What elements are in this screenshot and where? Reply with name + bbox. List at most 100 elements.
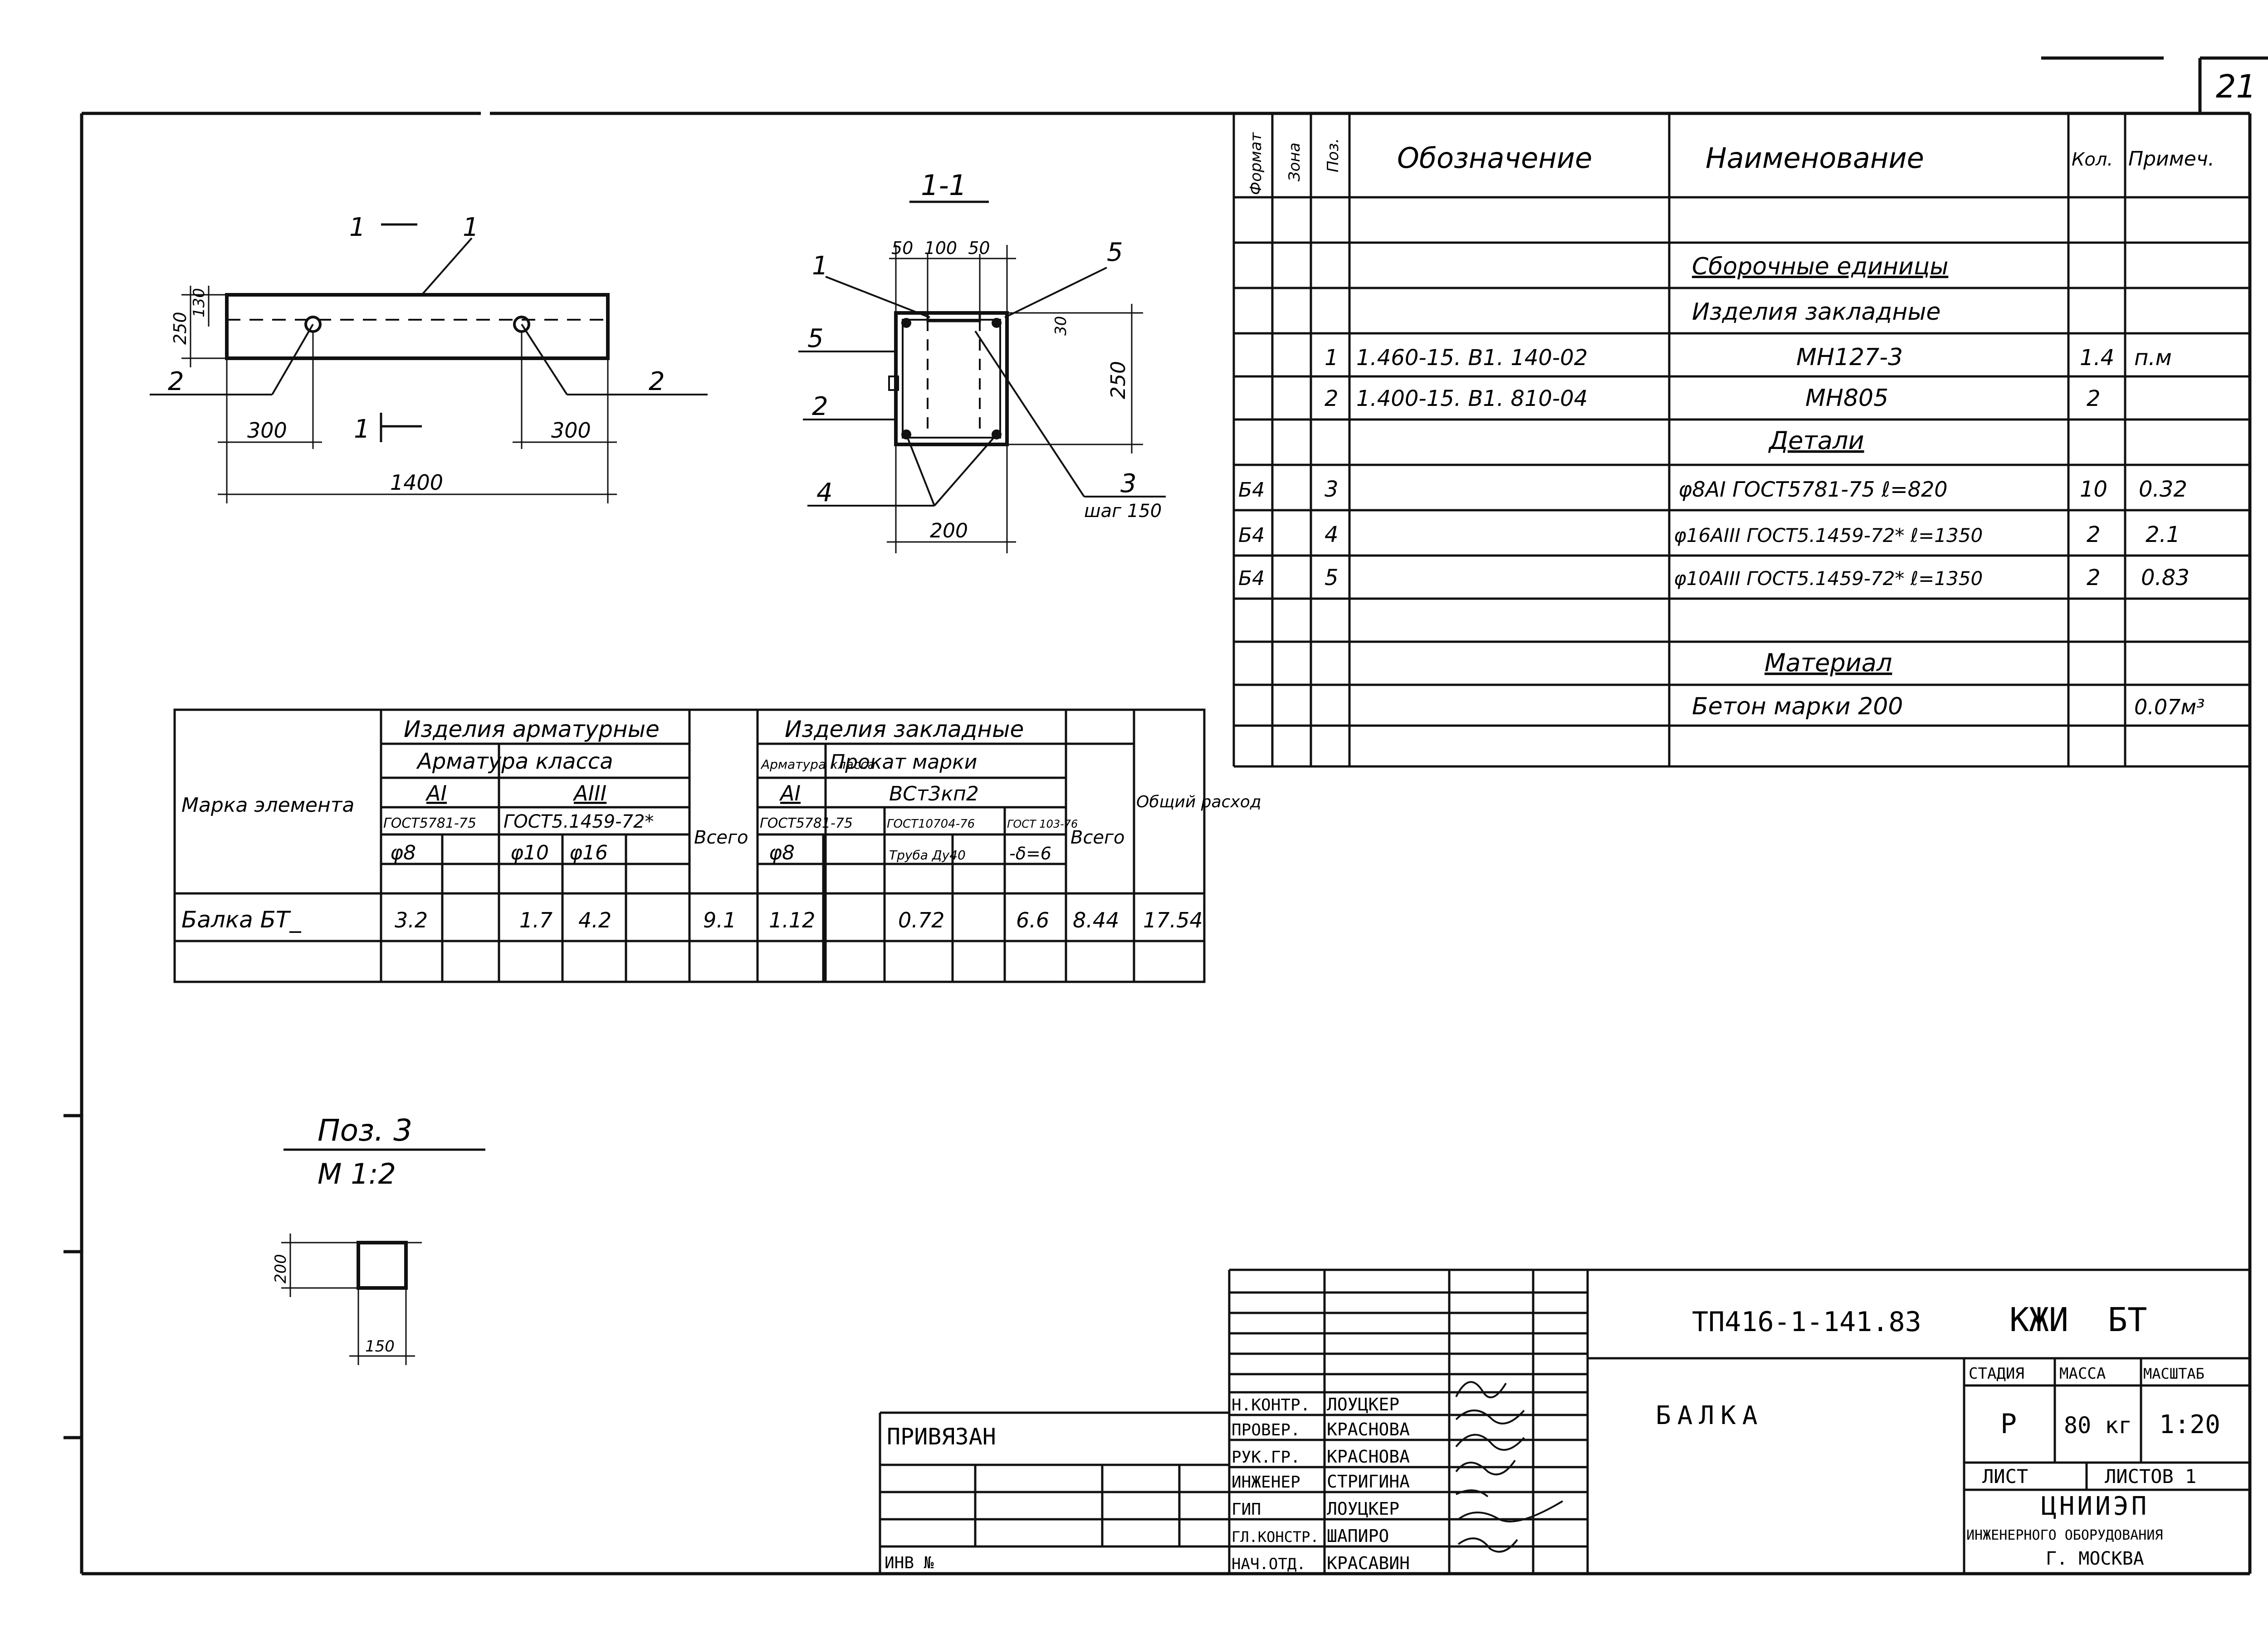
cons-d-16: φ16 bbox=[569, 841, 608, 864]
stamp-doc-code: ТП416-1-141.83 bbox=[1692, 1306, 1921, 1338]
cons-row-overall: 17.54 bbox=[1143, 908, 1203, 932]
stamp-role: НАЧ.ОТД. bbox=[1232, 1555, 1306, 1573]
spec-header-format: Формат bbox=[1247, 132, 1265, 195]
section-dim-200: 200 bbox=[930, 519, 968, 542]
spec-row4-pos: 4 bbox=[1325, 522, 1339, 547]
stamp-person: КРАСАВИН bbox=[1327, 1553, 1410, 1573]
spec-row3-name: φ8AI ГОСТ5781-75 ℓ=820 bbox=[1678, 477, 1948, 502]
spec-row2-pos: 2 bbox=[1325, 386, 1339, 411]
section-label-5a: 5 bbox=[807, 324, 824, 353]
stamp-role: РУК.ГР. bbox=[1232, 1448, 1300, 1467]
title-block bbox=[879, 1268, 2250, 1574]
section-label-step: шаг 150 bbox=[1084, 501, 1162, 522]
beam-elevation-view bbox=[150, 223, 708, 503]
cons-row-v8b: 1.12 bbox=[769, 908, 815, 932]
cons-grade: ВСт3кп2 bbox=[889, 782, 979, 805]
section-label-3: 3 bbox=[1120, 469, 1137, 498]
cons-cls-AI-2: AI bbox=[779, 781, 801, 805]
section-title: 1-1 bbox=[921, 169, 967, 202]
cons-col-total2: Всего bbox=[1070, 827, 1125, 848]
pos3-scale: М 1:2 bbox=[318, 1157, 396, 1190]
stamp-person: ШАПИРО bbox=[1327, 1526, 1389, 1546]
cons-grp-embedded: Изделия закладные bbox=[785, 716, 1024, 742]
spec-row2-designation: 1.400-15. В1. 810-04 bbox=[1356, 386, 1588, 411]
cons-cls-AI: AI bbox=[425, 781, 447, 805]
stamp-doc-mark: КЖИ БТ bbox=[2009, 1301, 2147, 1339]
pos3-title: Поз. 3 bbox=[318, 1113, 412, 1148]
elev-dim-height: 250 bbox=[170, 312, 190, 345]
spec-row4-qty: 2 bbox=[2087, 522, 2101, 547]
cons-row-pipe: 0.72 bbox=[898, 908, 944, 932]
stamp-inv: ИНВ № bbox=[885, 1554, 934, 1572]
stamp-person: СТРИГИНА bbox=[1327, 1472, 1410, 1492]
spec-row2-name: МН805 bbox=[1805, 385, 1888, 412]
spec-row3-note: 0.32 bbox=[2139, 477, 2187, 502]
cons-std-2: ГОСТ5.1459-72* bbox=[503, 811, 654, 832]
spec-header-pos: Поз. bbox=[1324, 138, 1342, 172]
spec-row2-qty: 2 bbox=[2087, 386, 2101, 411]
elev-label-2a: 2 bbox=[168, 367, 184, 396]
elev-dim-total: 1400 bbox=[390, 470, 443, 495]
elev-label-2b: 2 bbox=[649, 367, 665, 396]
stamp-person: ЛОУЦКЕР bbox=[1327, 1395, 1399, 1415]
stamp-role: ГЛ.КОНСТР. bbox=[1232, 1528, 1319, 1546]
cons-d-8: φ8 bbox=[390, 841, 416, 864]
cons-row-total2: 8.44 bbox=[1073, 908, 1119, 932]
spec-header-zone: Зона bbox=[1286, 142, 1304, 181]
section-label-2: 2 bbox=[812, 392, 828, 421]
cons-d-10: φ10 bbox=[510, 841, 549, 864]
sheet-number: 21 bbox=[2216, 68, 2256, 105]
elev-dim-left: 300 bbox=[247, 418, 287, 443]
spec-header-designation: Обозначение bbox=[1397, 141, 1592, 175]
elev-label-1b: 1 bbox=[463, 213, 479, 242]
stamp-scale-header: МАСШТАБ bbox=[2143, 1365, 2204, 1382]
spec-section-details: Детали bbox=[1768, 426, 1864, 455]
consumption-table bbox=[173, 708, 1206, 983]
cons-row-v8: 3.2 bbox=[395, 908, 428, 932]
cons-d-8b: φ8 bbox=[769, 841, 795, 864]
pos3-dim-150: 150 bbox=[365, 1337, 395, 1356]
stamp-person: КРАСНОВА bbox=[1327, 1419, 1410, 1439]
spec-section-assembly: Сборочные единицы bbox=[1692, 253, 1948, 280]
spec-row3-pos: 3 bbox=[1325, 477, 1339, 502]
stamp-sheets-header: ЛИСТОВ 1 bbox=[2105, 1465, 2196, 1488]
stamp-org-2: ИНЖЕНЕРНОГО ОБОРУДОВАНИЯ bbox=[1966, 1527, 2163, 1543]
cons-std-3: ГОСТ5781-75 bbox=[760, 815, 853, 831]
spec-row4-format: Б4 bbox=[1238, 524, 1265, 547]
stamp-role: ПРОВЕР. bbox=[1232, 1421, 1300, 1439]
elev-label-1a: 1 bbox=[349, 213, 366, 242]
stamp-person: КРАСНОВА bbox=[1327, 1447, 1410, 1467]
spec-row5-note: 0.83 bbox=[2141, 565, 2190, 590]
stamp-mass-header: МАССА bbox=[2059, 1365, 2106, 1383]
spec-material-note: 0.07м³ bbox=[2134, 695, 2205, 719]
spec-row4-note: 2.1 bbox=[2146, 522, 2180, 547]
spec-row1-note: п.м bbox=[2134, 345, 2172, 371]
section-label-4: 4 bbox=[816, 478, 833, 507]
cons-row-plate: 6.6 bbox=[1016, 908, 1049, 932]
section-1-1-view bbox=[798, 200, 1166, 553]
spec-row5-name: φ10AIII ГОСТ5.1459-72* ℓ=1350 bbox=[1674, 567, 1983, 590]
cons-std-4: ГОСТ10704-76 bbox=[887, 817, 975, 831]
spec-row3-format: Б4 bbox=[1238, 478, 1265, 502]
cons-row-mark: Балка БТ_ bbox=[181, 907, 301, 933]
cons-col-overall: Общий расход bbox=[1136, 793, 1261, 811]
stamp-stage-header: СТАДИЯ bbox=[1969, 1365, 2024, 1383]
stamp-scale: 1:20 bbox=[2159, 1410, 2220, 1439]
elev-label-1c: 1 bbox=[354, 415, 370, 444]
stamp-role: ГИП bbox=[1232, 1500, 1261, 1519]
spec-material-name: Бетон марки 200 bbox=[1692, 693, 1903, 720]
cons-sub-reinf-class: Арматура класса bbox=[416, 749, 613, 774]
stamp-title: БАЛКА bbox=[1656, 1401, 1764, 1430]
cons-row-v16: 4.2 bbox=[578, 908, 611, 932]
cons-std-1: ГОСТ5781-75 bbox=[383, 815, 476, 831]
spec-header-qty: Кол. bbox=[2072, 149, 2113, 170]
cons-d-plate: -δ=6 bbox=[1009, 844, 1051, 863]
spec-row1-name: МН127-3 bbox=[1796, 344, 1903, 371]
cons-sub-emb-class: Арматура класса bbox=[760, 757, 875, 772]
cons-col-total: Всего bbox=[694, 827, 748, 848]
cons-row-total1: 9.1 bbox=[703, 908, 736, 932]
pos3-dim-200: 200 bbox=[272, 1254, 290, 1283]
spec-header-note: Примеч. bbox=[2128, 147, 2214, 171]
spec-row5-qty: 2 bbox=[2087, 565, 2101, 590]
